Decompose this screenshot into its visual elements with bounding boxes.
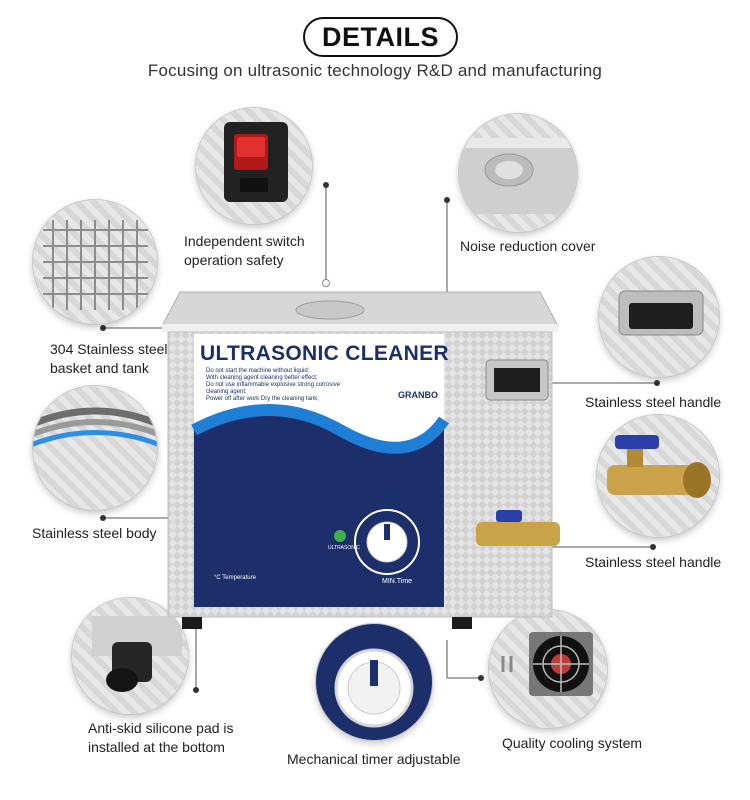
ultrasonic-cleaner-product: ULTRASONIC CLEANER Do not start the mach… (160, 280, 560, 640)
basket-label: 304 Stainless steel basket and tank (50, 341, 168, 376)
cooling-label: Quality cooling system (502, 735, 643, 751)
warning-item: Do not start the machine without liquid; (206, 368, 310, 374)
switch-label: Independent switch operation safety (184, 233, 305, 268)
marker-dot (323, 280, 329, 286)
pad-detail-circle (72, 598, 188, 714)
handle-detail-circle (599, 257, 719, 377)
details-title: DETAILS (303, 17, 458, 57)
body-detail-circle (33, 386, 157, 510)
marker-dot (100, 325, 106, 331)
timer-detail-circle (316, 624, 432, 740)
basket-detail-circle (33, 200, 157, 324)
warning-item: Power off after work Dry the cleaning ta… (206, 396, 319, 402)
brand-logo: GRANBO (398, 390, 438, 400)
marker-dot (478, 675, 484, 681)
product-brand-title: ULTRASONIC CLEANER (200, 342, 449, 365)
marker-dot (650, 544, 656, 550)
switch-detail-circle (196, 108, 312, 224)
timer-label: Mechanical timer adjustable (287, 751, 461, 767)
subtitle: Focusing on ultrasonic technology R&D an… (147, 61, 603, 80)
marker-dot (193, 687, 199, 693)
time-label: MIN.Time (382, 578, 413, 585)
marker-dot (100, 515, 106, 521)
marker-dot (654, 380, 660, 386)
warning-list: Do not start the machine without liquid;… (206, 368, 356, 403)
valve-label: Stainless steel handle (585, 554, 722, 570)
temperature-label: °C Temperature (214, 575, 256, 581)
marker-dot (444, 197, 450, 203)
valve-detail-circle (597, 415, 719, 537)
warning-item: With cleaning agent cleaning better effe… (206, 375, 318, 381)
cover-label: Noise reduction cover (460, 238, 596, 254)
cooling-detail-circle (489, 610, 607, 728)
pad-label: Anti-skid silicone pad is installed at t… (88, 720, 234, 755)
indicator-label: ULTRASONIC (328, 545, 360, 551)
marker-dot (323, 182, 329, 188)
handle-label: Stainless steel handle (585, 394, 722, 410)
body-label: Stainless steel body (32, 525, 157, 541)
lid-detail-circle (459, 114, 577, 232)
warning-item: Do not use inflammable explosive strong … (206, 382, 341, 395)
